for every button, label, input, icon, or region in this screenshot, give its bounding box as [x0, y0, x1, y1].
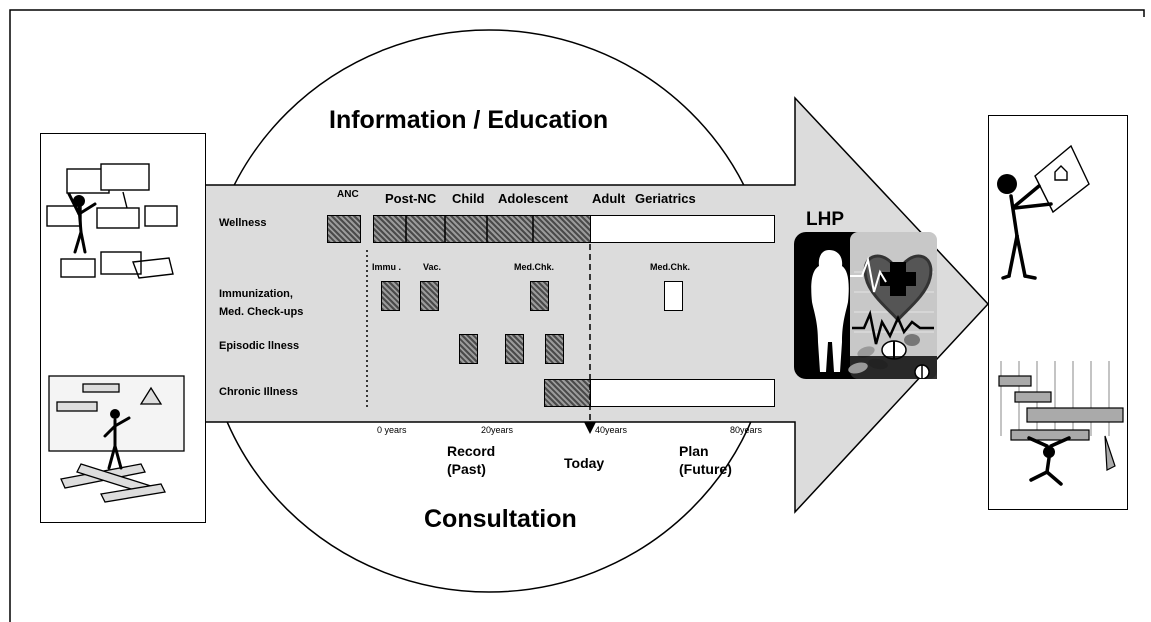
row-label-immunization: Immunization, [219, 288, 293, 300]
block-episodic-2 [505, 334, 524, 364]
bar-chronic-future [590, 379, 775, 407]
consultation-title: Consultation [424, 505, 577, 533]
tick-40-years: 40years [595, 425, 628, 435]
row-label-wellness: Wellness [219, 217, 267, 229]
tick-80-years: 80years [730, 425, 763, 435]
tick-20-years: 20years [481, 425, 514, 435]
record-label: Record [447, 443, 496, 459]
bar-wellness-dividers [405, 215, 534, 243]
block-medchk-past [530, 281, 549, 311]
row-label-checkups: Med. Check-ups [219, 306, 304, 318]
stage-adult: Adult [592, 191, 626, 206]
block-immu [381, 281, 400, 311]
plan-label: Plan [679, 443, 709, 459]
block-medchk-future [664, 281, 683, 311]
sub-label-medchk-past: Med.Chk. [514, 262, 555, 272]
block-vac [420, 281, 439, 311]
lhp-image [794, 232, 937, 379]
info-education-title: Information / Education [329, 106, 609, 134]
block-episodic-1 [459, 334, 478, 364]
row-label-episodic: Episodic llness [219, 340, 300, 352]
record-past-label: (Past) [447, 461, 486, 477]
bar-wellness-future [590, 215, 775, 243]
planning-figure-icon [46, 163, 178, 279]
today-arrowhead [584, 422, 596, 434]
bar-anc [327, 215, 361, 243]
plan-future-label: (Future) [679, 461, 732, 477]
bar-wellness-past [373, 215, 591, 243]
today-label: Today [564, 455, 605, 471]
stage-geriatrics: Geriatrics [635, 191, 696, 206]
sub-label-immu: Immu . [372, 262, 402, 272]
stage-adolescent: Adolescent [498, 191, 569, 206]
left-sketch-panel [40, 133, 206, 523]
tick-0-years: 0 years [377, 425, 407, 435]
sub-label-medchk-future: Med.Chk. [650, 262, 691, 272]
stage-post-nc: Post-NC [385, 191, 437, 206]
stage-child: Child [452, 191, 485, 206]
sub-label-vac: Vac. [423, 262, 442, 272]
block-episodic-3 [545, 334, 564, 364]
health-figure-icon [997, 144, 1124, 486]
row-label-chronic: Chronic Illness [219, 386, 298, 398]
lhp-label: LHP [806, 209, 844, 230]
presentation-figure-icon [48, 375, 185, 503]
right-sketch-panel [988, 115, 1128, 510]
bar-chronic-past [544, 379, 591, 407]
stage-anc: ANC [337, 189, 359, 200]
